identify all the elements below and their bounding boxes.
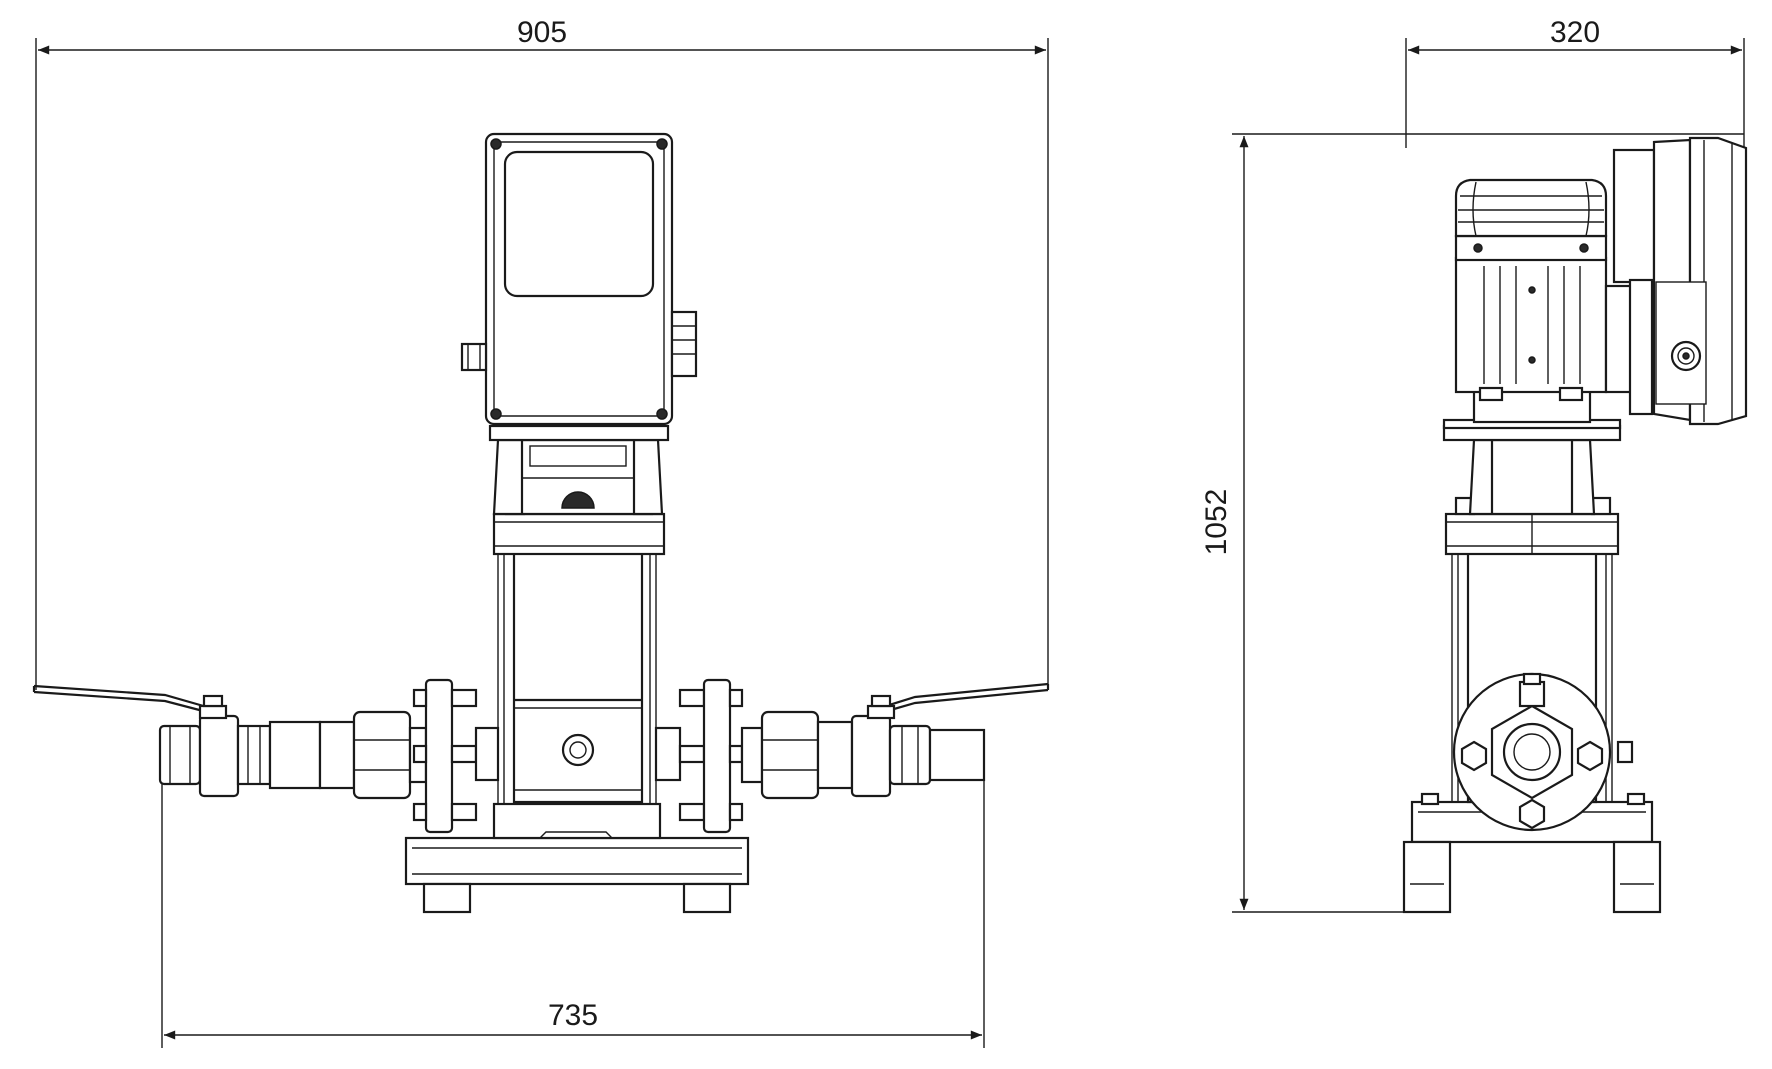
- dimension-label-320: 320: [1550, 16, 1600, 49]
- dimension-overall-height: 1052: [1200, 133, 1744, 913]
- dimension-label-905: 905: [517, 16, 567, 49]
- pipework-right: [654, 678, 986, 834]
- base-plate: [404, 802, 750, 914]
- dimension-label-1052: 1052: [1200, 489, 1233, 556]
- side-control-box: [1604, 136, 1748, 426]
- dimension-pipe-width: 735: [161, 780, 985, 1048]
- pipework-left: [158, 678, 500, 834]
- side-flange: [1452, 672, 1634, 832]
- side-motor: [1442, 178, 1622, 430]
- valve-handle-right: [872, 682, 1050, 717]
- dimension-overall-width: 905: [35, 16, 1049, 690]
- pump-stack: [488, 424, 670, 804]
- control-box-front: [460, 132, 698, 426]
- side-base: [1402, 792, 1662, 914]
- valve-handle-left: [32, 684, 208, 714]
- dimension-label-735: 735: [548, 999, 598, 1032]
- front-view: 905 735: [32, 16, 1050, 1048]
- side-view: 320 1052: [1200, 16, 1748, 914]
- dimension-side-depth: 320: [1405, 16, 1745, 148]
